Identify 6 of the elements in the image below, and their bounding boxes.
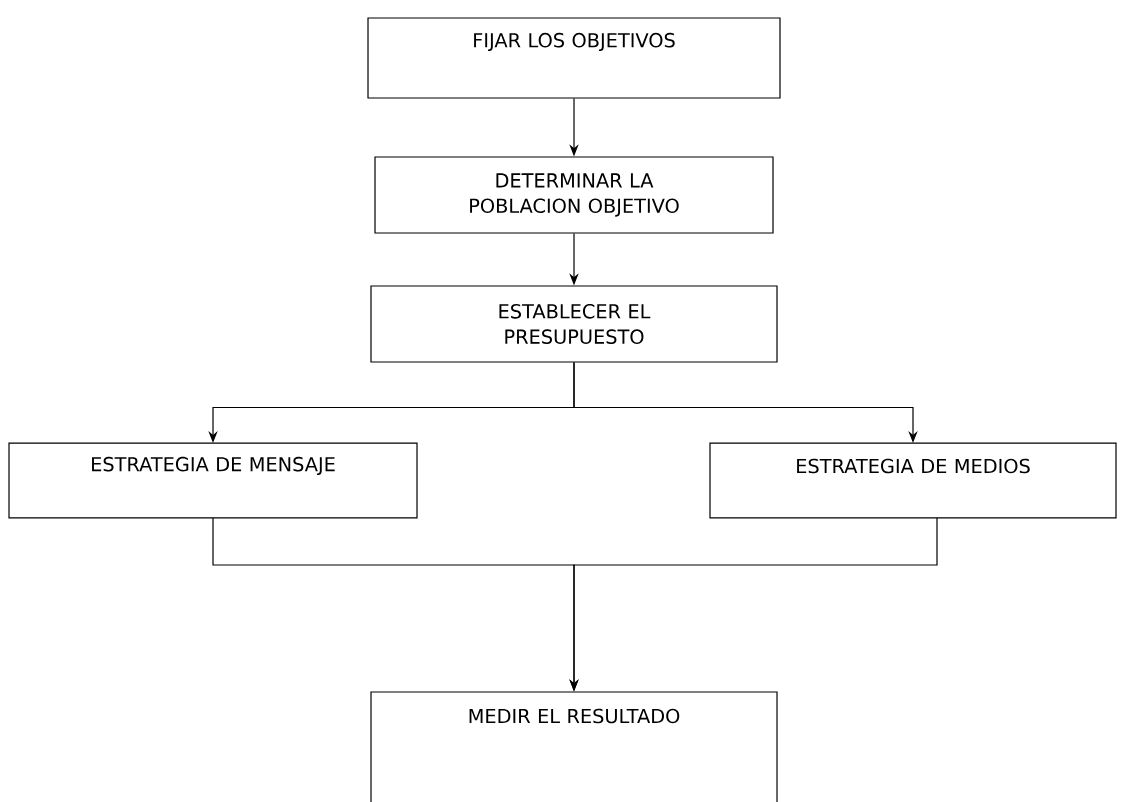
process-box: MEDIR EL RESULTADO	[370, 691, 778, 802]
process-box: ESTABLECER EL PRESUPUESTO	[370, 285, 778, 363]
process-box: FIJAR LOS OBJETIVOS	[367, 17, 781, 99]
process-box: ESTRATEGIA DE MENSAJE	[8, 442, 418, 519]
process-box: DETERMINAR LA POBLACION OBJETIVO	[374, 156, 774, 234]
process-box: ESTRATEGIA DE MEDIOS	[709, 442, 1117, 519]
